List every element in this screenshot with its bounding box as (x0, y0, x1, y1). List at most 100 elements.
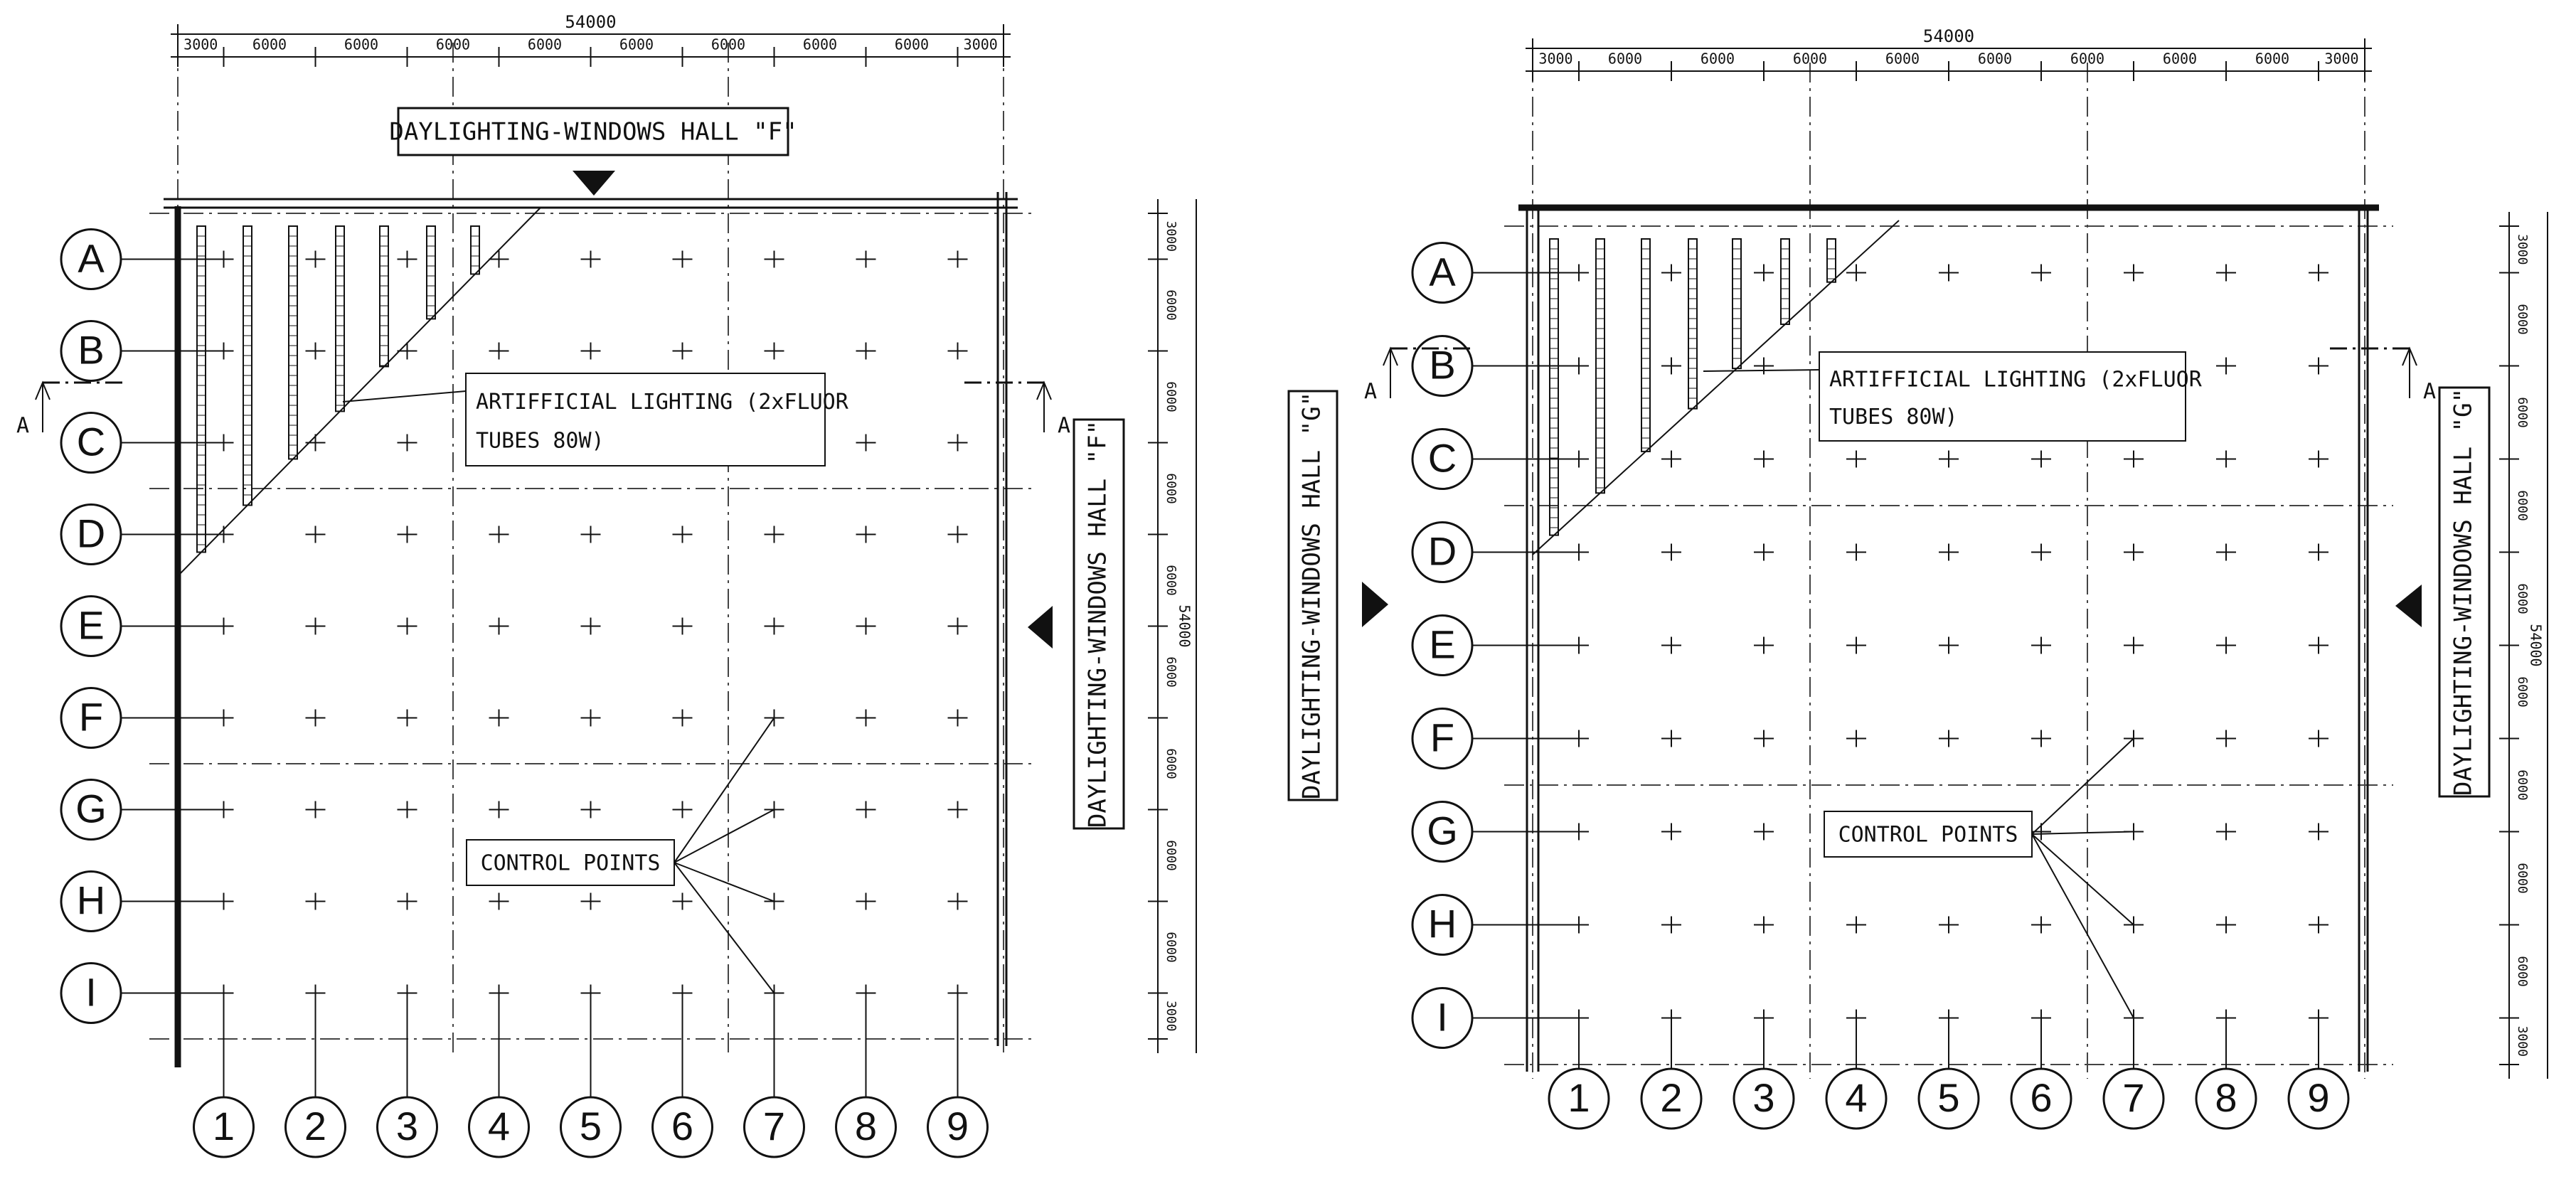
dimension-label: 6000 (1885, 50, 1920, 68)
grid-bubble-label: 1 (213, 1104, 235, 1148)
dimension-label-side: 6000 (2515, 863, 2530, 893)
section-arrow-icon (2402, 346, 2417, 366)
dimension-label: 6000 (619, 36, 654, 53)
dimension-label-side: 6000 (1164, 932, 1178, 962)
dimension-label-side: 6000 (1164, 748, 1178, 779)
grid-bubble-label: C (77, 419, 105, 464)
dimension-label: 6000 (1978, 50, 2012, 68)
right-window-title-label: DAYLIGHTING-WINDOWS HALL "G" (2449, 388, 2478, 796)
dimension-label-side: 6000 (2515, 676, 2530, 707)
window-direction-arrow-icon (2395, 585, 2422, 627)
side-window-title-label: DAYLIGHTING-WINDOWS HALL "F" (1084, 420, 1112, 828)
control-points-box (466, 839, 675, 886)
grid-bubble-label: 5 (580, 1104, 602, 1148)
grid-bubble-label: H (77, 878, 105, 922)
grid-bubble-label: 8 (2215, 1075, 2237, 1120)
dimension-label: 6000 (252, 36, 287, 53)
fluorescent-strip (335, 225, 345, 412)
dimension-label-side: 6000 (1164, 473, 1178, 503)
dimension-label: 6000 (711, 36, 745, 53)
dimension-label: 6000 (1701, 50, 1735, 68)
grid-bubble-label: H (1428, 901, 1457, 946)
grid-bubble-label: F (1430, 715, 1454, 759)
section-mark-label: A (2423, 380, 2436, 405)
dimension-label-side: 6000 (2515, 956, 2530, 986)
dimension-label-side: 3000 (1164, 221, 1178, 252)
grid-bubble-label: D (77, 511, 105, 555)
fluorescent-strip (1641, 238, 1651, 452)
window-title-label: DAYLIGHTING-WINDOWS HALL "F" (389, 118, 797, 146)
control-point-leader (674, 862, 775, 902)
dimension-label: 6000 (344, 36, 378, 53)
window-direction-arrow-icon (573, 171, 615, 196)
grid-bubble-label: 2 (304, 1104, 326, 1148)
dimension-label: 6000 (1608, 50, 1642, 68)
control-point-leader (674, 809, 775, 863)
dimension-overall-label: 54000 (1923, 26, 1974, 46)
grid-bubble-label: E (78, 602, 104, 647)
grid-bubble-label: F (79, 694, 103, 739)
grid-bubble-label: 8 (855, 1104, 877, 1148)
fluorescent-strip (288, 225, 298, 460)
fluorescent-strip (470, 225, 480, 275)
grid-bubble-label: 3 (1752, 1075, 1774, 1120)
grid-bubble-label: 9 (2307, 1075, 2329, 1120)
lighting-note-leader (1703, 369, 1820, 372)
lighting-note-line2: TUBES 80W) (476, 429, 605, 454)
control-points-label: CONTROL POINTS (1838, 823, 2018, 848)
window-direction-arrow-icon (1028, 606, 1053, 649)
grid-bubble-label: 6 (2030, 1075, 2052, 1120)
fluorescent-strip (1595, 238, 1605, 494)
grid-bubble-label: 4 (1845, 1075, 1867, 1120)
grid-bubble-label: 4 (488, 1104, 510, 1148)
lighting-zone-boundary (1532, 220, 1900, 555)
dimension-label-side: 6000 (1164, 840, 1178, 870)
grid-bubble-label: E (1429, 622, 1455, 666)
grid-bubble-label: A (1429, 249, 1456, 294)
control-point-leader (2031, 737, 2134, 835)
dimension-overall-label: 54000 (565, 12, 616, 32)
control-point-leader (674, 717, 775, 863)
right-window-title-box (2438, 386, 2491, 798)
grid-bubble-label: 1 (1568, 1075, 1590, 1120)
dimension-label-side: 6000 (2515, 490, 2530, 521)
dimension-label: 3000 (2324, 50, 2358, 68)
control-point-leader (2031, 833, 2134, 926)
grid-bubble-label: I (1437, 994, 1448, 1039)
lighting-note-line1: ARTIFFICIAL LIGHTING (2xFLUOR (476, 390, 849, 415)
lighting-note-box (465, 373, 826, 466)
grid-bubble-label: 2 (1660, 1075, 1682, 1120)
dimension-label: 6000 (1793, 50, 1827, 68)
grid-bubble-label: 3 (396, 1104, 418, 1148)
dimension-label: 6000 (2070, 50, 2104, 68)
fluorescent-strip (1688, 238, 1698, 410)
lighting-note-line2: TUBES 80W) (1829, 405, 1958, 430)
section-arrow-icon (35, 380, 50, 400)
fluorescent-strip (1826, 238, 1836, 283)
fluorescent-strip (379, 225, 389, 368)
lighting-note-box (1819, 351, 2186, 442)
dimension-label: 3000 (1538, 50, 1572, 68)
left-window-title-label: DAYLIGHTING-WINDOWS HALL "G" (1298, 392, 1326, 799)
fluorescent-strip (1549, 238, 1559, 536)
dimension-label-side: 3000 (2515, 1026, 2530, 1057)
dimension-label: 6000 (895, 36, 929, 53)
grid-bubble-label: B (78, 327, 104, 372)
section-mark-label: A (16, 414, 29, 439)
dimension-label: 6000 (528, 36, 562, 53)
control-point-leader (674, 862, 775, 994)
control-points-label: CONTROL POINTS (481, 851, 661, 876)
dimension-label-side: 6000 (2515, 397, 2530, 427)
grid-bubble-label: I (85, 969, 97, 1014)
dimension-label-side: 6000 (2515, 304, 2530, 334)
control-point-leader (2031, 831, 2134, 835)
dimension-label-side: 6000 (1164, 381, 1178, 412)
dimension-label: 3000 (183, 36, 218, 53)
grid-bubble-label: A (78, 235, 105, 280)
fluorescent-strip (426, 225, 436, 320)
dimension-label-side: 6000 (1164, 565, 1178, 595)
side-window-title-box (1073, 418, 1125, 830)
